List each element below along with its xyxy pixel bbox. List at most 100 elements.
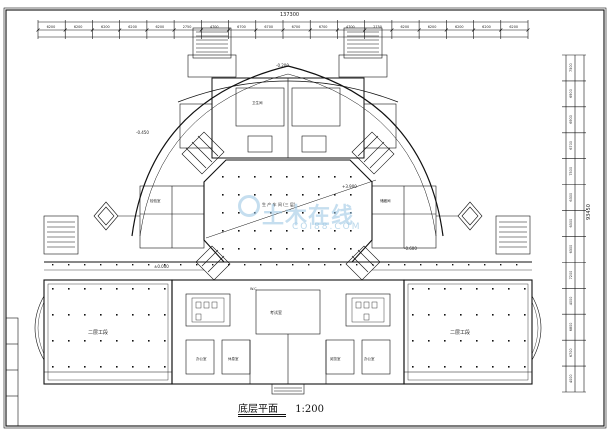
watermark-url: COI88.COM	[292, 222, 362, 232]
structural-column	[52, 366, 54, 368]
dimension-slash	[308, 28, 312, 32]
structural-column	[164, 314, 166, 316]
structural-column	[148, 314, 150, 316]
structural-column	[100, 264, 102, 266]
structural-column	[254, 248, 256, 250]
right-dimension-value: 6300	[569, 193, 573, 202]
right-dimension-value: 7500	[569, 63, 573, 72]
central-lower-block	[171, 279, 405, 385]
right-total-dimension: 93450	[586, 204, 592, 220]
structural-column	[412, 314, 414, 316]
label-office-right: 办公室	[364, 356, 375, 361]
structural-column	[254, 176, 256, 178]
label-left-wing: 二层工段	[88, 329, 108, 336]
structural-column	[508, 340, 510, 342]
sanitary-fixture	[195, 301, 202, 309]
structural-column	[500, 264, 502, 266]
structural-column	[420, 264, 422, 266]
dimension-slash	[226, 28, 231, 32]
structural-column	[238, 248, 240, 250]
upper-core-block	[179, 77, 397, 159]
watermark-logo-icon	[238, 195, 260, 217]
structural-column	[238, 212, 240, 214]
structural-column	[524, 340, 526, 342]
top-dimension-value: 2750	[373, 25, 382, 29]
level-mark-5: +3.900	[342, 184, 357, 189]
structural-column	[516, 264, 518, 266]
structural-column	[302, 248, 304, 250]
dimension-slash	[362, 28, 367, 32]
dimension-slash	[254, 28, 258, 32]
corner-stair-nw	[181, 131, 225, 175]
structural-column	[100, 288, 102, 290]
sanitary-fixture	[203, 301, 210, 309]
right-dimension-value: 6700	[569, 141, 573, 150]
right-dimension-value: 6900	[569, 115, 573, 124]
dimension-slash	[281, 28, 285, 32]
structural-column	[492, 288, 494, 290]
east-side-block	[371, 185, 437, 249]
overall-dimension-label: 137300	[280, 12, 299, 18]
top-dimension-value: 6200	[47, 25, 56, 29]
structural-column	[238, 176, 240, 178]
structural-column	[164, 340, 166, 342]
sanitary-fixture	[371, 301, 378, 309]
stair-tower-left	[187, 27, 237, 78]
west-side-block	[139, 185, 205, 249]
structural-column	[212, 264, 214, 266]
structural-column	[84, 264, 86, 266]
structural-column	[286, 194, 288, 196]
structural-column	[484, 264, 486, 266]
structural-column	[318, 194, 320, 196]
sheet-inner-border	[5, 9, 605, 427]
structural-column	[116, 314, 118, 316]
stair-east	[495, 215, 531, 255]
dimension-slash	[90, 28, 95, 32]
label-lounge: 休息室	[228, 356, 239, 361]
label-right-wing: 二层工段	[450, 329, 470, 336]
structural-column	[228, 264, 230, 266]
dimension-slash	[199, 28, 204, 32]
east-entry-canopy	[436, 201, 483, 231]
dimension-slash	[172, 28, 176, 32]
structural-column	[68, 340, 70, 342]
dimension-slash	[526, 28, 530, 32]
structural-column	[148, 264, 150, 266]
structural-column	[270, 230, 272, 232]
structural-column	[452, 264, 454, 266]
structural-column	[436, 264, 438, 266]
structural-column	[222, 176, 224, 178]
structural-column	[84, 288, 86, 290]
structural-column	[116, 288, 118, 290]
top-dimension-value: 6700	[319, 25, 328, 29]
right-dimension-value: 6300	[569, 245, 573, 254]
drawing-title: 底层平面	[238, 404, 278, 415]
west-entry-canopy	[93, 201, 140, 231]
top-dimension-value: 6200	[74, 25, 83, 29]
title-underline	[238, 414, 286, 415]
structural-column	[222, 248, 224, 250]
right-dimension-value: 6800	[569, 323, 573, 332]
structural-column	[318, 230, 320, 232]
structural-column	[222, 212, 224, 214]
structural-column	[350, 194, 352, 196]
top-dimension-value: 2750	[183, 25, 192, 29]
label-exam-room: 考试室	[270, 309, 282, 315]
top-dimension-value: 6200	[101, 25, 110, 29]
structural-column	[164, 288, 166, 290]
drawing-scale: 1:200	[295, 404, 325, 415]
top-dimension-value: 6200	[482, 25, 491, 29]
front-steps	[271, 383, 305, 395]
structural-column	[302, 212, 304, 214]
structural-column	[270, 194, 272, 196]
structural-column	[286, 230, 288, 232]
structural-column	[350, 248, 352, 250]
structural-column	[270, 176, 272, 178]
structural-column	[116, 264, 118, 266]
structural-column	[132, 264, 134, 266]
structural-column	[222, 194, 224, 196]
structural-column	[180, 264, 182, 266]
structural-column	[444, 314, 446, 316]
right-dimension-value: 6300	[569, 219, 573, 228]
